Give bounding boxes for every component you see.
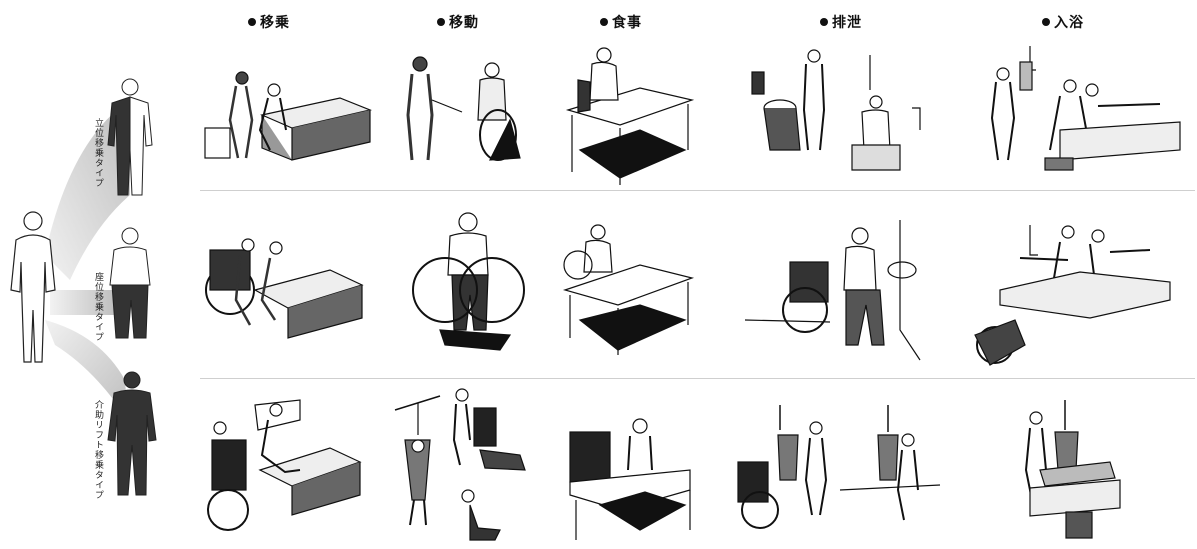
- illustration-meal-lift: [570, 419, 690, 540]
- illustration-meal-sitting: [564, 225, 692, 355]
- illustration-mobility-sitting: [413, 213, 524, 350]
- illustration-bath-lift: [1026, 400, 1120, 538]
- illustration-meal-standing: [568, 48, 692, 185]
- illustration-bath-standing: [992, 46, 1180, 170]
- illustration-toilet-lift: [738, 405, 940, 528]
- illustration-transfer-sitting: [206, 239, 362, 338]
- illustration-toilet-sitting: [745, 220, 920, 360]
- illustration-mobility-lift: [395, 389, 525, 540]
- illustration-transfer-standing: [205, 72, 370, 160]
- illustration-toilet-standing: [752, 50, 920, 170]
- illustration-bath-sitting: [975, 225, 1170, 365]
- illustration-mobility-standing: [408, 57, 520, 160]
- illustration-transfer-lift: [208, 400, 360, 530]
